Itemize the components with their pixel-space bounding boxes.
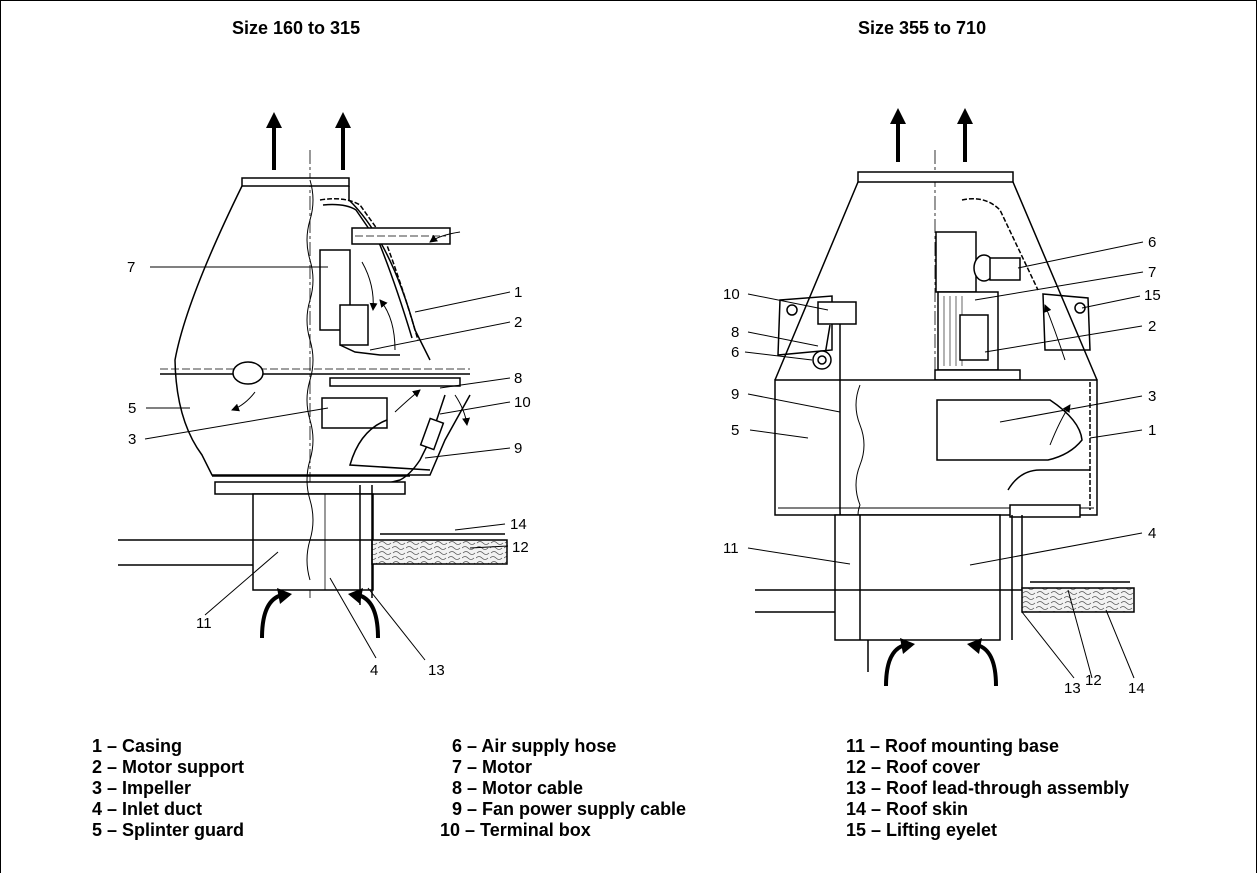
- right-diagram-title: Size 355 to 710: [858, 18, 987, 38]
- legend-item-fan-power-supply-cable: 9 – Fan power supply cable: [452, 799, 687, 819]
- right-callout-5: 5: [731, 422, 739, 439]
- left-callout-4: 4: [370, 662, 378, 679]
- legend-item-impeller: 3 – Impeller: [92, 778, 192, 798]
- legend-item-motor: 7 – Motor: [452, 757, 533, 777]
- left-callout-10: 10: [514, 394, 531, 411]
- legend-item-roof-lead-through-assembly: 13 – Roof lead-through assembly: [846, 778, 1130, 798]
- legend-item-roof-skin: 14 – Roof skin: [846, 799, 969, 819]
- right-callout-7: 7: [1148, 264, 1156, 281]
- left-diagram-title: Size 160 to 315: [232, 18, 361, 38]
- right-callout-10: 10: [723, 286, 740, 303]
- right-callout-13: 13: [1064, 680, 1081, 697]
- right-callout-12: 12: [1085, 672, 1102, 689]
- left-callout-7: 7: [127, 259, 135, 276]
- right-fan-drawing: [744, 108, 1144, 687]
- left-callout-12: 12: [512, 539, 529, 556]
- left-callout-2: 2: [514, 314, 522, 331]
- left-callouts: 7 1 2 8 5 10 3 9 14 12 11 4 13: [127, 259, 531, 679]
- exhaust-arrows-left: [272, 125, 345, 170]
- legend-column-3: 11 – Roof mounting base 12 – Roof cover …: [846, 736, 1129, 841]
- right-callout-6b: 6: [731, 344, 739, 361]
- right-callout-6a: 6: [1148, 234, 1156, 251]
- left-callout-14: 14: [510, 516, 527, 533]
- left-callout-13: 13: [428, 662, 445, 679]
- left-callout-8: 8: [514, 370, 522, 387]
- left-callout-1: 1: [514, 284, 522, 301]
- left-callout-5: 5: [128, 400, 136, 417]
- right-callout-9: 9: [731, 386, 739, 403]
- legend-item-roof-mounting-base: 11 – Roof mounting base: [846, 736, 1060, 756]
- left-callout-11: 11: [196, 615, 212, 632]
- right-callout-3: 3: [1148, 388, 1156, 405]
- legend-item-splinter-guard: 5 – Splinter guard: [92, 820, 245, 840]
- right-callout-14: 14: [1128, 680, 1145, 697]
- right-callout-2: 2: [1148, 318, 1156, 335]
- right-callout-1: 1: [1148, 422, 1156, 439]
- right-callout-8: 8: [731, 324, 739, 341]
- left-callout-9: 9: [514, 440, 522, 457]
- right-callout-15: 15: [1144, 287, 1161, 304]
- legend-item-roof-cover: 12 – Roof cover: [846, 757, 981, 777]
- legend-item-motor-support: 2 – Motor support: [92, 757, 244, 777]
- legend-column-2: 6 – Air supply hose 7 – Motor 8 – Motor …: [440, 736, 686, 841]
- left-callout-3: 3: [128, 431, 136, 448]
- right-callout-4: 4: [1148, 525, 1156, 542]
- legend-item-inlet-duct: 4 – Inlet duct: [92, 799, 203, 819]
- legend-item-lifting-eyelet: 15 – Lifting eyelet: [846, 820, 998, 840]
- legend-item-casing: 1 – Casing: [92, 736, 183, 756]
- left-fan-drawing: [118, 112, 511, 661]
- legend-item-air-supply-hose: 6 – Air supply hose: [452, 736, 617, 756]
- legend-item-motor-cable: 8 – Motor cable: [452, 778, 584, 798]
- right-callouts: 6 7 15 2 10 8 6 9 3 5 1 4 11 13 12 14: [723, 234, 1161, 697]
- right-callout-11: 11: [723, 540, 739, 557]
- legend-column-1: 1 – Casing 2 – Motor support 3 – Impelle…: [92, 736, 244, 841]
- legend-item-terminal-box: 10 – Terminal box: [440, 820, 591, 840]
